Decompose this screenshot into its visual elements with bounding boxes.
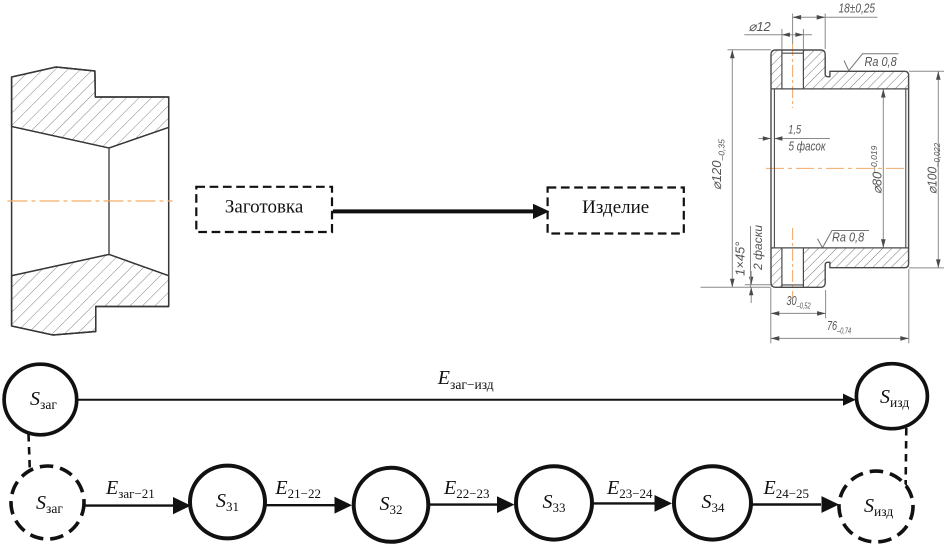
svg-text:5 фасок: 5 фасок	[789, 140, 827, 154]
svg-text:18±0,25: 18±0,25	[839, 1, 876, 15]
svg-text:1,5: 1,5	[788, 124, 801, 136]
svg-text:Ra 0,8: Ra 0,8	[832, 230, 864, 245]
svg-text:2 фаски: 2 фаски	[751, 225, 765, 271]
svg-text:Sизд: Sизд	[864, 495, 893, 519]
svg-text:Sзаг: Sзаг	[30, 388, 57, 412]
svg-text:Изделие: Изделие	[582, 197, 649, 218]
svg-text:Заготовка: Заготовка	[225, 196, 304, 217]
svg-text:E23−24: E23−24	[606, 477, 653, 501]
svg-text:1×45°: 1×45°	[733, 242, 748, 276]
svg-text:E21−22: E21−22	[274, 477, 321, 501]
svg-text:Ra 0,8: Ra 0,8	[865, 54, 897, 69]
svg-text:⌀12: ⌀12	[749, 19, 772, 34]
